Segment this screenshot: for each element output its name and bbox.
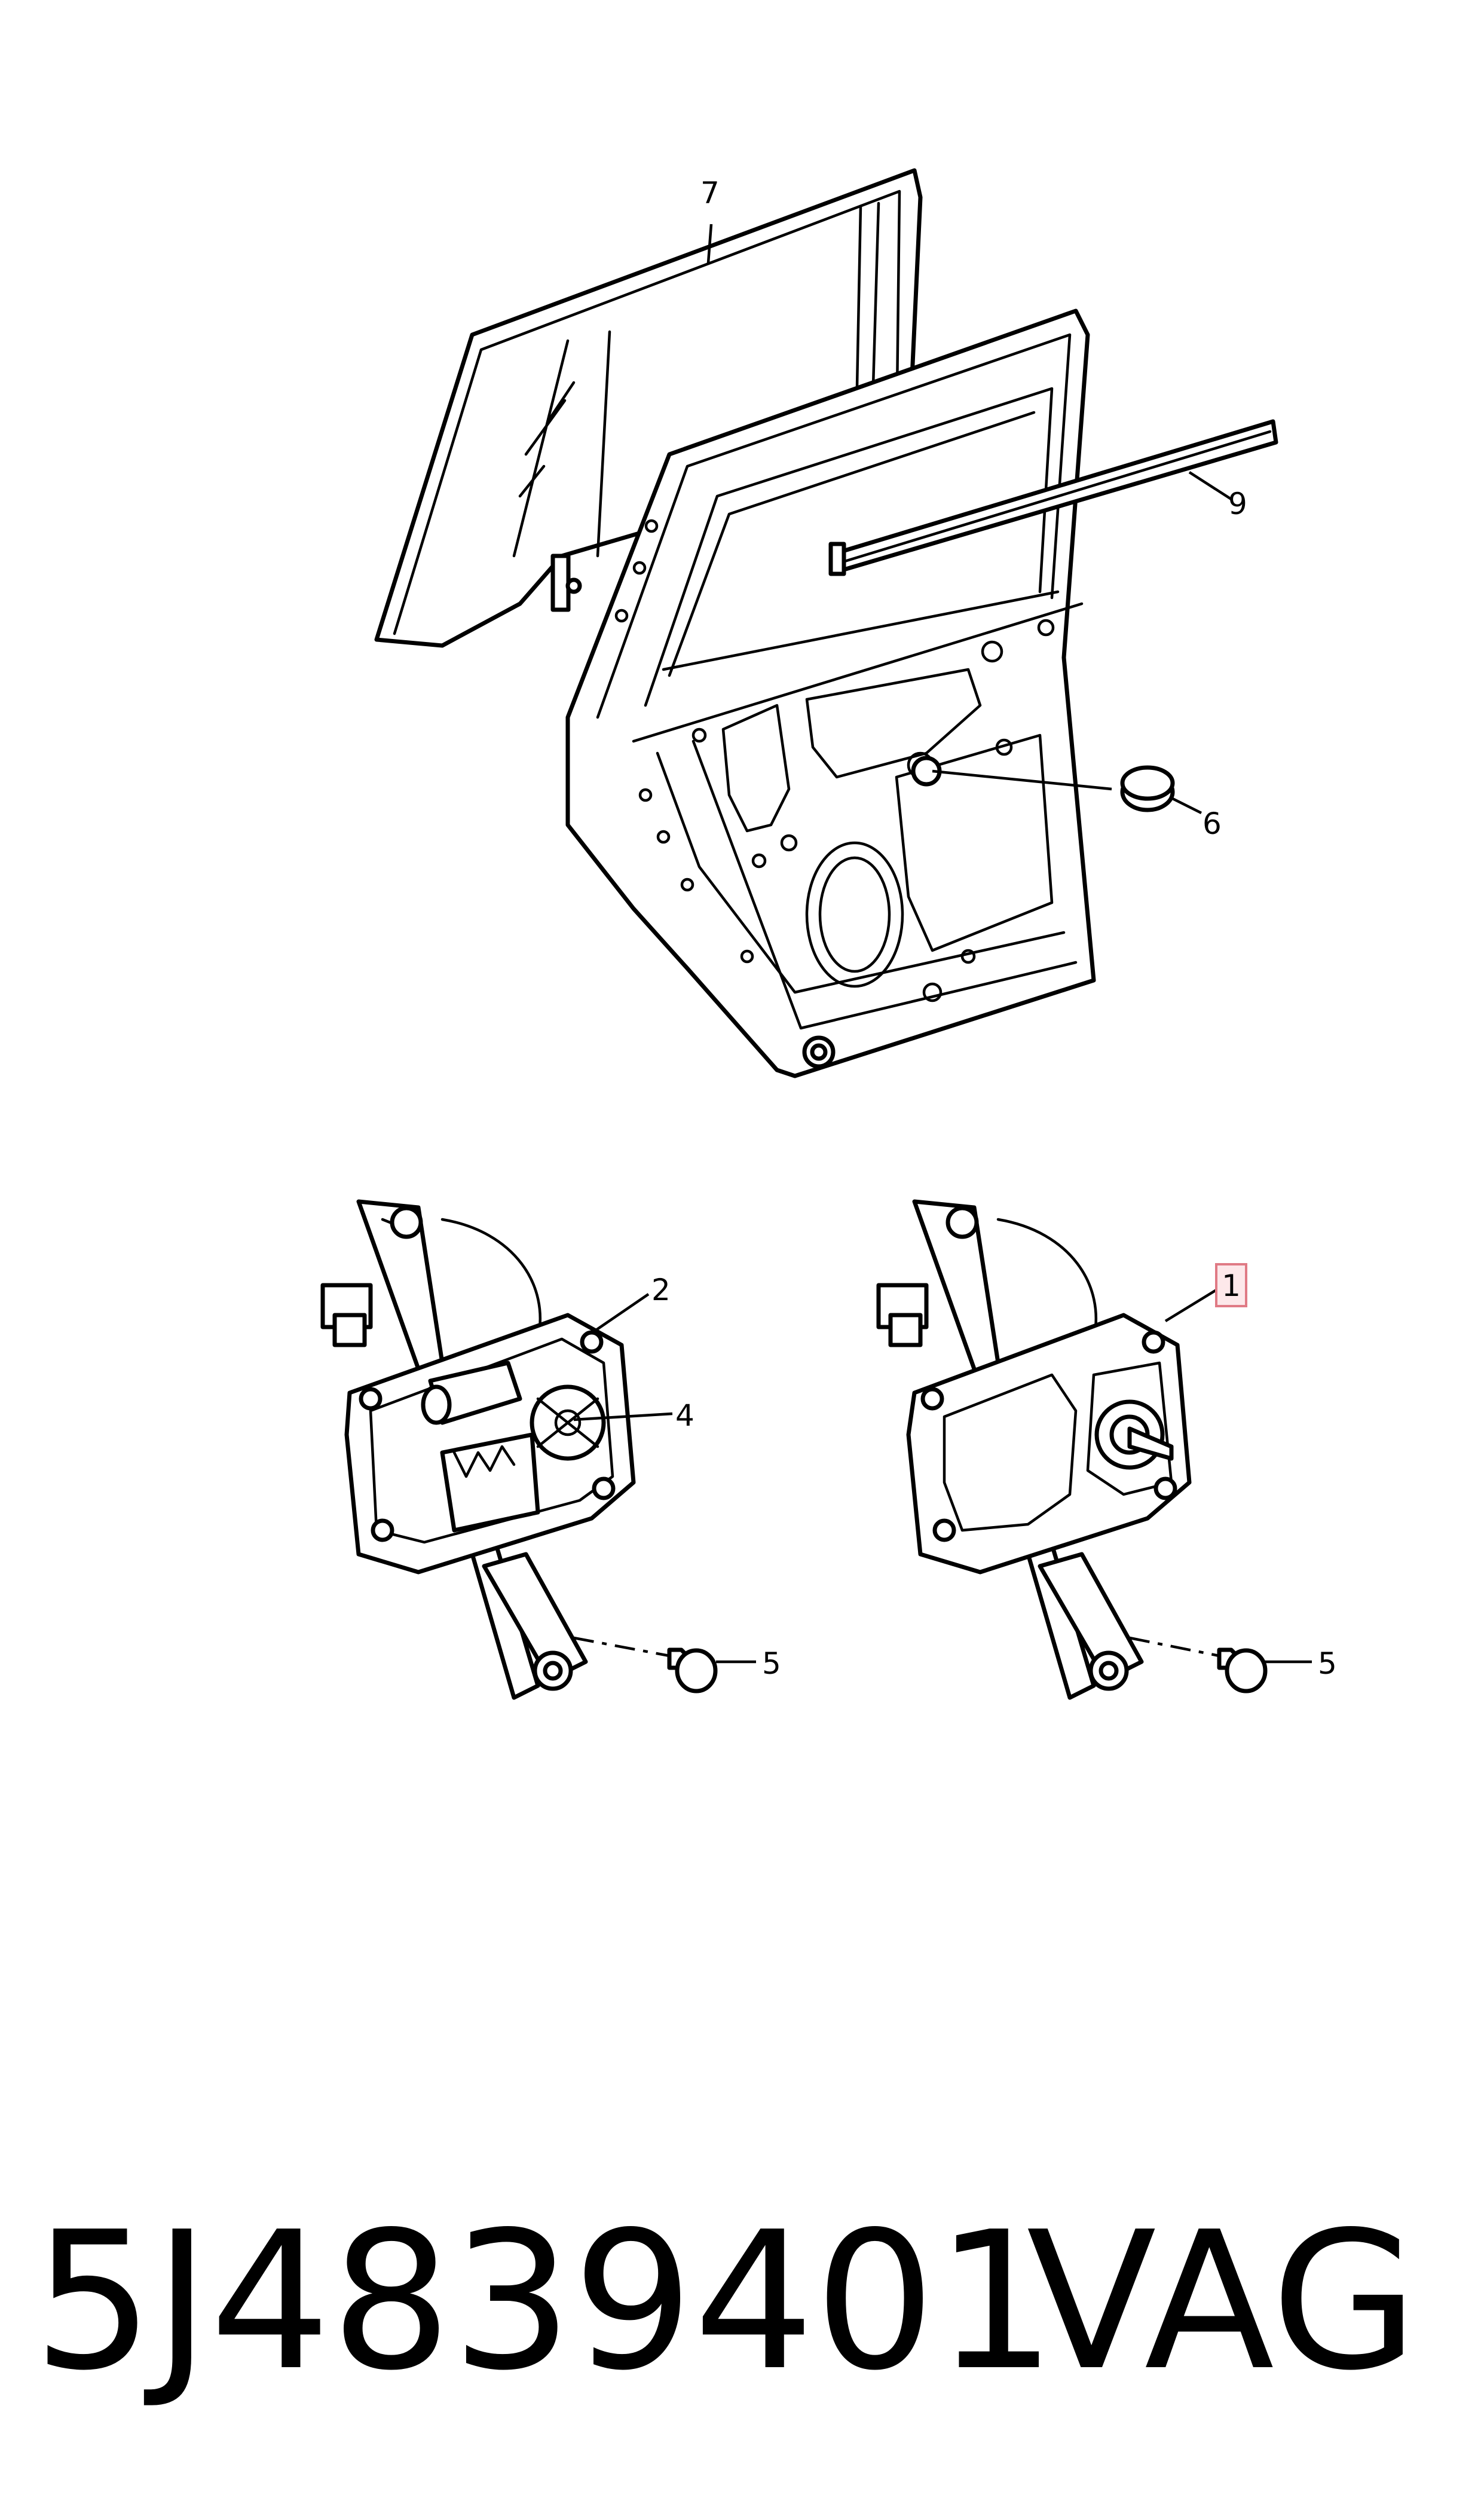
leader-lines — [573, 224, 1312, 1664]
callout-1-highlight — [1215, 1263, 1247, 1307]
window-regulator — [876, 1199, 1268, 1700]
callout-1: 1 — [1222, 1268, 1241, 1303]
callout-5-left: 5 — [762, 1646, 781, 1681]
callout-labels: 7 9 6 2 4 1 5 5 — [651, 176, 1337, 1681]
part-number: 5J4839401 — [33, 2191, 1057, 2412]
window-regulator-with-motor — [320, 1199, 718, 1700]
callout-7: 7 — [700, 176, 720, 210]
window-weatherstrip — [828, 419, 1278, 576]
callout-5-right: 5 — [1318, 1646, 1337, 1681]
exploded-parts-diagram: 7 9 6 2 4 1 5 5 — [320, 168, 1337, 1700]
callout-9: 9 — [1228, 487, 1247, 521]
callout-6: 6 — [1203, 806, 1222, 841]
plug-cap — [932, 765, 1175, 812]
door-shell — [565, 308, 1096, 1078]
callout-2: 2 — [651, 1273, 671, 1307]
brand-name: VAG — [1026, 2191, 1418, 2412]
window-glass-channel — [374, 168, 923, 648]
callout-4: 4 — [675, 1398, 694, 1433]
